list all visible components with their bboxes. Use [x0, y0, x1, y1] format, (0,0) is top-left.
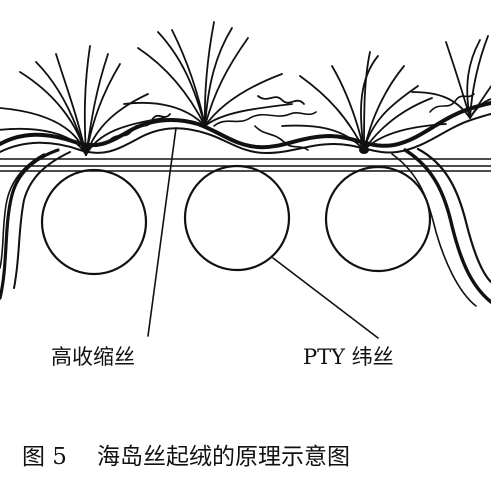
pile-tuft-middle-right	[281, 51, 447, 151]
weft-yarn-3	[324, 165, 432, 273]
tuft-knot	[359, 146, 369, 154]
pile-tuft-right	[411, 35, 491, 119]
figure-number: 图 5	[22, 444, 67, 470]
fabric-base-lines	[0, 158, 491, 172]
wave-line-squiggle-5	[429, 93, 475, 113]
wave-line-squiggle-2	[257, 95, 305, 105]
high-shrink-yarn-wave	[0, 93, 491, 154]
label-pty-weft-yarn: PTY 纬丝	[303, 345, 394, 369]
wave-line-squiggle-3	[213, 111, 317, 127]
pile-tuft-middle-left	[123, 21, 293, 127]
left-wrap-outer	[0, 148, 60, 300]
left-wrap-back	[0, 153, 45, 269]
left-wrapping-yarns	[0, 148, 71, 300]
label-high-shrink-yarn: 高收缩丝	[51, 345, 135, 369]
weft-yarn-circles	[40, 164, 432, 276]
weft-yarn-2	[183, 164, 291, 272]
leader-line-pty-weft-yarn	[272, 257, 379, 339]
left-wrap-inner	[13, 151, 71, 289]
right-wrapping-yarns	[391, 147, 491, 307]
leader-line-high-shrink-yarn	[147, 127, 177, 337]
right-wrap-back	[391, 153, 477, 307]
right-wrap-inner	[416, 147, 491, 284]
right-wrap-outer	[403, 148, 491, 304]
wave-line-squiggle-4	[254, 125, 309, 151]
wave-line-squiggle-1	[109, 113, 171, 141]
wave-line-thin	[0, 113, 491, 154]
figure-caption: 图 5 海岛丝起绒的原理示意图	[22, 446, 350, 469]
weft-yarn-1	[40, 168, 148, 276]
figure-title: 海岛丝起绒的原理示意图	[96, 444, 350, 470]
pile-tuft-left	[0, 45, 165, 156]
